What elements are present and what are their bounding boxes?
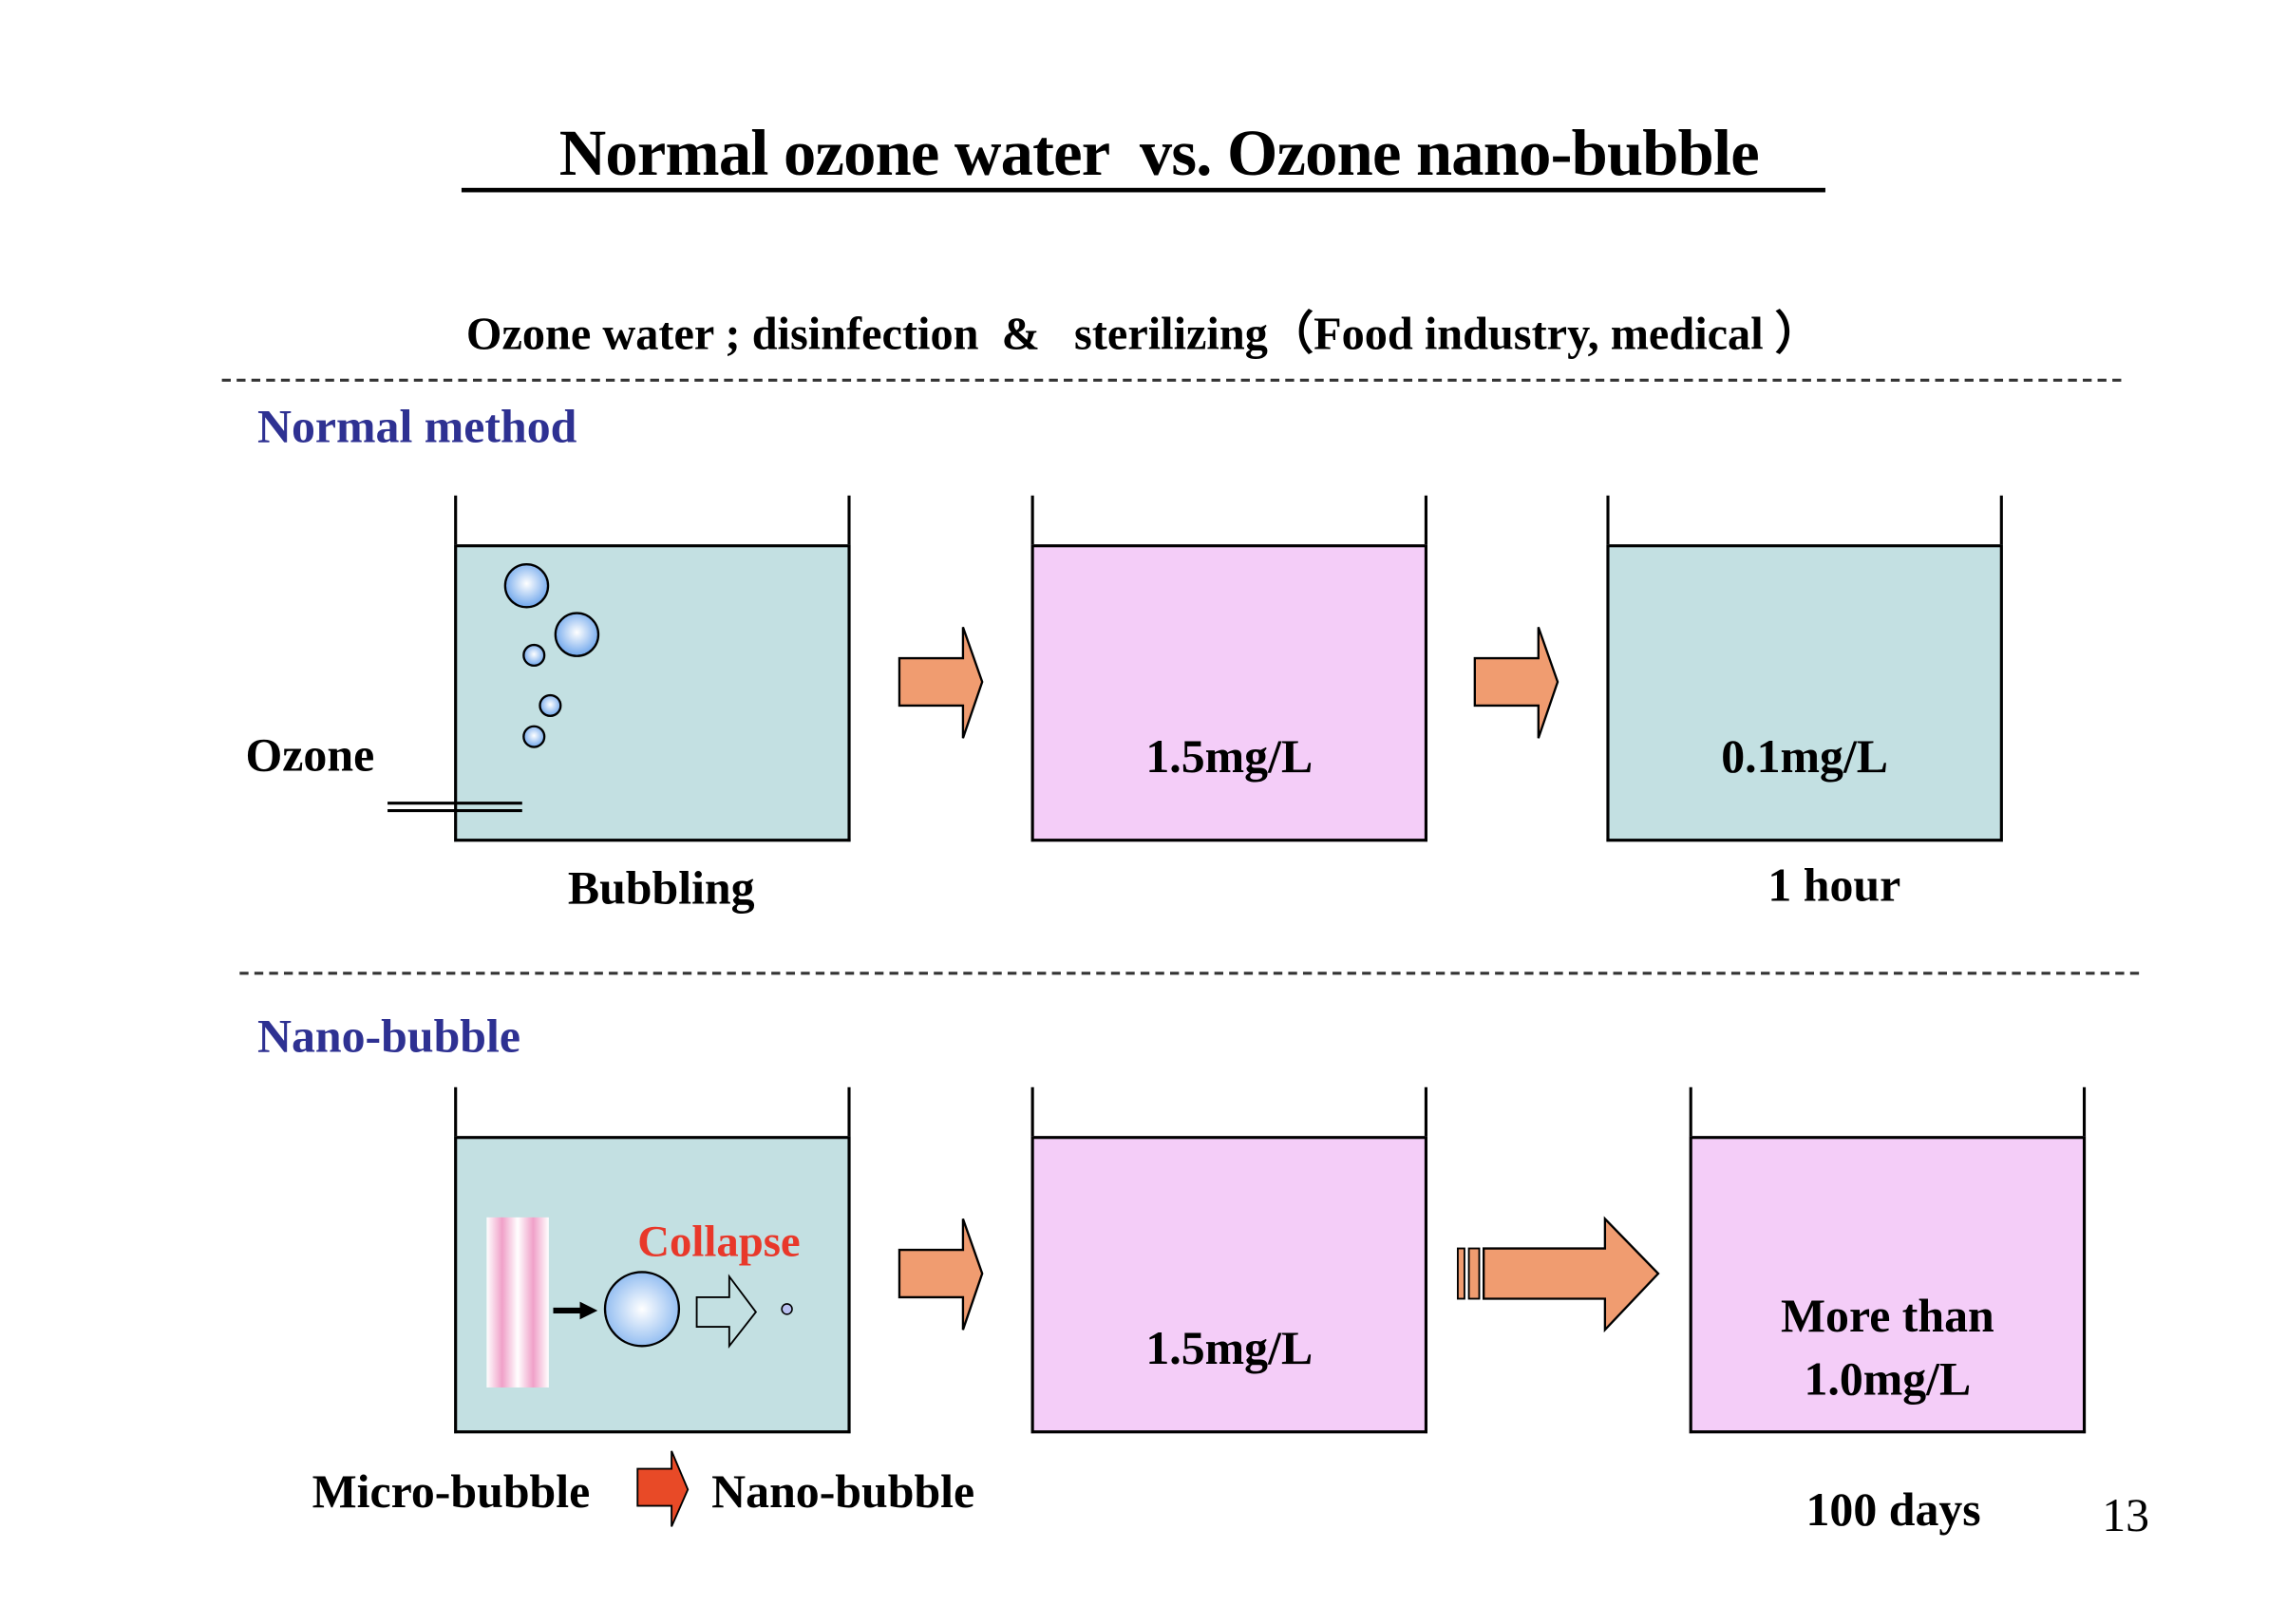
section-label-normal: Normal method	[257, 399, 577, 453]
bubble	[503, 563, 550, 609]
tank-water	[1689, 1136, 2087, 1434]
legend-from-label: Micro-bubble	[312, 1463, 591, 1518]
ozone-input-label: Ozone	[245, 727, 375, 782]
tank-normal-1hour: 0.1mg/L	[1606, 495, 2003, 842]
collapse-label: Collapse	[637, 1217, 801, 1267]
bubble	[539, 693, 562, 717]
tank-normal-bubbling	[454, 495, 851, 842]
small-black-arrow-icon	[553, 1301, 598, 1320]
slide-subtitle: Ozone water ; disinfection & sterilizing…	[465, 307, 1821, 360]
tank-nano-100days: More than 1.0mg/L	[1689, 1086, 2087, 1434]
arrow-right-icon	[898, 1218, 984, 1331]
tank-caption-1hour: 1 hour	[1767, 858, 1901, 912]
title-underline	[461, 187, 1825, 193]
bubble	[522, 643, 546, 668]
tank-normal-after: 1.5mg/L	[1030, 495, 1427, 842]
tank-nano-generation: Collapse	[454, 1086, 851, 1434]
hollow-arrow-icon	[695, 1274, 758, 1350]
slide-title: Normal ozone water vs. Ozone nano-bubble	[528, 117, 1760, 190]
section-label-nano: Nano-bubble	[257, 1009, 520, 1063]
ozone-concentration-reading: More than 1.0mg/L	[1690, 1284, 2086, 1412]
ozone-concentration-reading: 1.5mg/L	[1145, 728, 1314, 783]
tank-caption-100days: 100 days	[1805, 1482, 1981, 1536]
reading-line-2: 1.0mg/L	[1804, 1351, 1972, 1406]
gas-bubbles-icon	[503, 563, 600, 748]
tank-water	[1606, 544, 2003, 842]
tank-water	[1030, 1136, 1427, 1434]
red-arrow-right-icon	[636, 1450, 690, 1527]
reading-line-1: More than	[1781, 1288, 1994, 1342]
tank-water	[1030, 544, 1427, 842]
arrow-right-icon	[898, 626, 984, 739]
ozone-inlet-pipe-icon	[387, 802, 522, 813]
nano-bubble-icon	[781, 1303, 793, 1315]
arrow-right-icon	[1473, 626, 1559, 739]
tank-nano-after: 1.5mg/L	[1030, 1086, 1427, 1434]
bubble	[522, 725, 546, 748]
divider-top	[221, 378, 2122, 382]
legend-to-label: Nano-bubble	[711, 1463, 975, 1518]
striped-arrow-right-icon	[1456, 1216, 1660, 1333]
page-number: 13	[2102, 1487, 2150, 1541]
bubble	[554, 612, 600, 657]
ultrasonic-wave-icon	[486, 1217, 549, 1388]
micro-bubble-icon	[603, 1271, 681, 1348]
ozone-concentration-reading: 1.5mg/L	[1145, 1320, 1314, 1374]
ozone-concentration-reading: 0.1mg/L	[1721, 728, 1889, 783]
divider-middle	[239, 972, 2140, 975]
tank-caption-bubbling: Bubbling	[567, 860, 755, 915]
bubble-collapse-icon	[486, 1217, 793, 1388]
